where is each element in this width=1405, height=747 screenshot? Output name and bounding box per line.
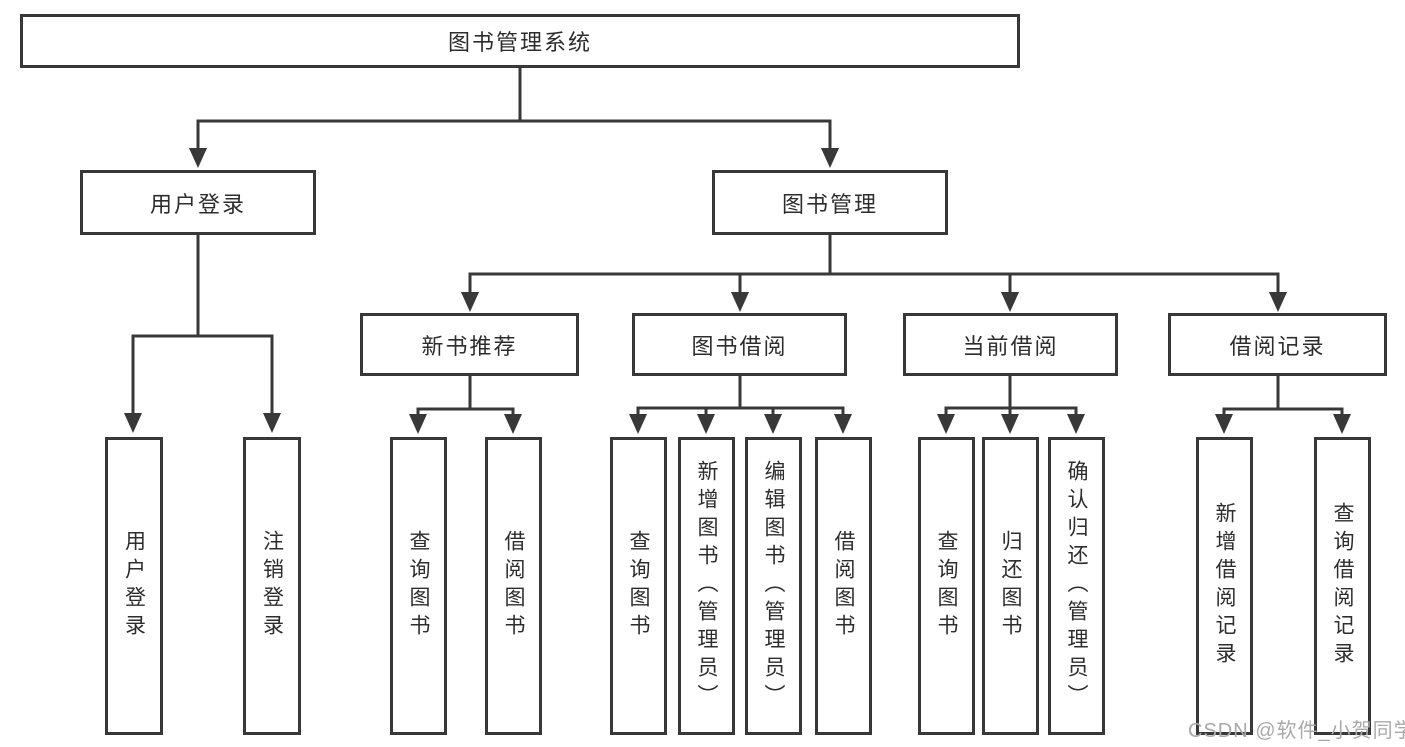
node-book-borrowing: 图书借阅 <box>632 313 847 376</box>
leaf-borrow-books-borrowing: 借阅图书 <box>815 437 872 735</box>
node-current-borrowing: 当前借阅 <box>903 313 1118 376</box>
leaf-query-books-borrowing-label: 查询图书 <box>627 530 650 642</box>
leaf-confirm-return-admin: 确认归还（管理员） <box>1048 437 1105 735</box>
leaf-user-login: 用户登录 <box>105 437 163 735</box>
leaf-logout-label: 注销登录 <box>260 530 284 642</box>
leaf-query-books-recommend: 查询图书 <box>390 437 447 735</box>
leaf-edit-book-admin: 编辑图书（管理员） <box>745 437 802 735</box>
leaf-query-borrow-record-label: 查询借阅记录 <box>1331 502 1354 670</box>
leaf-query-books-borrowing: 查询图书 <box>610 437 667 735</box>
leaf-logout: 注销登录 <box>243 437 301 735</box>
leaf-query-books-current: 查询图书 <box>918 437 975 735</box>
leaf-add-borrow-record-label: 新增借阅记录 <box>1213 502 1236 670</box>
leaf-borrow-books-recommend-label: 借阅图书 <box>502 530 525 642</box>
node-borrow-records: 借阅记录 <box>1168 313 1387 376</box>
leaf-add-borrow-record: 新增借阅记录 <box>1196 437 1253 735</box>
leaf-return-book-label: 归还图书 <box>999 530 1022 642</box>
leaf-add-book-admin-label: 新增图书（管理员） <box>695 460 718 712</box>
leaf-confirm-return-admin-label: 确认归还（管理员） <box>1065 460 1088 712</box>
leaf-query-borrow-record: 查询借阅记录 <box>1314 437 1371 735</box>
leaf-borrow-books-borrowing-label: 借阅图书 <box>832 530 855 642</box>
node-root: 图书管理系统 <box>20 14 1020 68</box>
leaf-borrow-books-recommend: 借阅图书 <box>485 437 542 735</box>
node-new-book-recommend: 新书推荐 <box>360 313 579 376</box>
leaf-query-books-current-label: 查询图书 <box>935 530 958 642</box>
leaf-edit-book-admin-label: 编辑图书（管理员） <box>762 460 785 712</box>
leaf-query-books-recommend-label: 查询图书 <box>407 530 430 642</box>
leaf-add-book-admin: 新增图书（管理员） <box>678 437 735 735</box>
node-book-management: 图书管理 <box>712 170 948 235</box>
node-user-login: 用户登录 <box>80 170 316 235</box>
leaf-return-book: 归还图书 <box>982 437 1039 735</box>
leaf-user-login-label: 用户登录 <box>122 530 146 642</box>
csdn-watermark: CSDN @软件_小贺同学 <box>1188 720 1405 742</box>
